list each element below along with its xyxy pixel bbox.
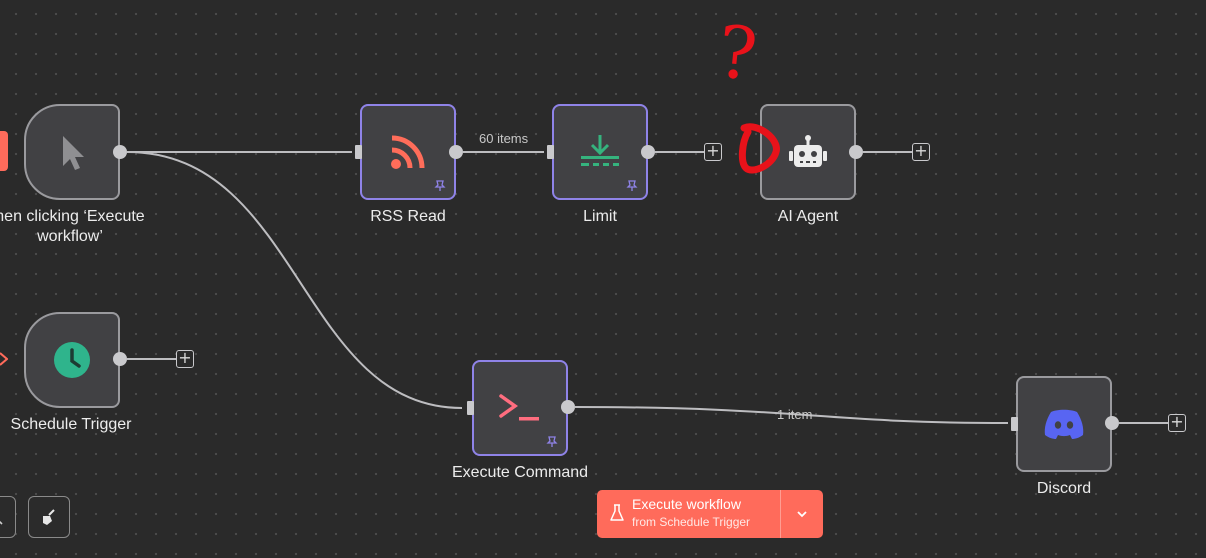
pin-icon [546, 436, 558, 447]
output-port[interactable] [113, 145, 127, 159]
node-label: Discord [1036, 480, 1092, 497]
node-schedule-trigger[interactable] [24, 312, 120, 408]
rss-icon [362, 106, 454, 198]
edge-exec-to-discord [574, 406, 1009, 424]
flask-icon [610, 504, 624, 521]
input-port[interactable] [547, 145, 554, 159]
node-execute-command[interactable] [472, 360, 568, 456]
offscreen-node-edge [0, 131, 8, 171]
execute-workflow-label: Execute workflow [632, 496, 741, 512]
edge-manual-to-execute-command [126, 151, 463, 409]
node-discord[interactable] [1016, 376, 1112, 472]
cursor-icon [26, 106, 118, 198]
offscreen-arrow-icon [0, 352, 8, 366]
edge-item-count: 60 items [479, 131, 529, 146]
output-port[interactable] [561, 400, 575, 414]
node-label: RSS Read [370, 208, 446, 225]
node-limit[interactable] [552, 104, 648, 200]
limit-download-icon [554, 106, 646, 198]
execute-options-dropdown[interactable] [781, 490, 823, 538]
output-port[interactable] [449, 145, 463, 159]
node-label: Schedule Trigger [10, 416, 132, 433]
node-label: Limit [583, 208, 617, 225]
pin-icon [434, 180, 446, 191]
node-manual-trigger[interactable] [24, 104, 120, 200]
add-node-button[interactable]: + [704, 143, 722, 161]
add-node-button[interactable]: + [912, 143, 930, 161]
output-port[interactable] [1105, 416, 1119, 430]
input-port[interactable] [467, 401, 474, 415]
node-rss-read[interactable] [360, 104, 456, 200]
node-label: AI Agent [777, 208, 839, 225]
output-port[interactable] [113, 352, 127, 366]
input-port[interactable] [1011, 417, 1018, 431]
output-port[interactable] [849, 145, 863, 159]
terminal-icon [474, 362, 566, 454]
discord-icon [1018, 378, 1110, 470]
execute-workflow-sublabel: from Schedule Trigger [632, 515, 751, 529]
output-port[interactable] [641, 145, 655, 159]
input-port[interactable] [355, 145, 362, 159]
annotation-circle [738, 123, 780, 174]
node-label: Execute Command [451, 464, 589, 481]
add-node-button[interactable]: + [1168, 414, 1186, 432]
pin-icon [626, 180, 638, 191]
tidy-up-button[interactable] [28, 496, 70, 538]
robot-icon [762, 106, 854, 198]
zoom-icon [0, 520, 3, 525]
clock-icon [26, 314, 118, 406]
button-divider [780, 490, 781, 538]
broom-icon [43, 509, 55, 525]
chevron-down-icon [797, 511, 807, 518]
node-label: hen clicking ‘Execute workflow’ [0, 208, 145, 245]
zoom-button[interactable] [0, 496, 16, 538]
execute-workflow-main[interactable]: Execute workflow from Schedule Trigger [597, 490, 781, 538]
execute-workflow-button[interactable]: Execute workflow from Schedule Trigger [597, 490, 823, 538]
edge-item-count: 1 item [777, 407, 813, 422]
add-node-button[interactable]: + [176, 350, 194, 368]
